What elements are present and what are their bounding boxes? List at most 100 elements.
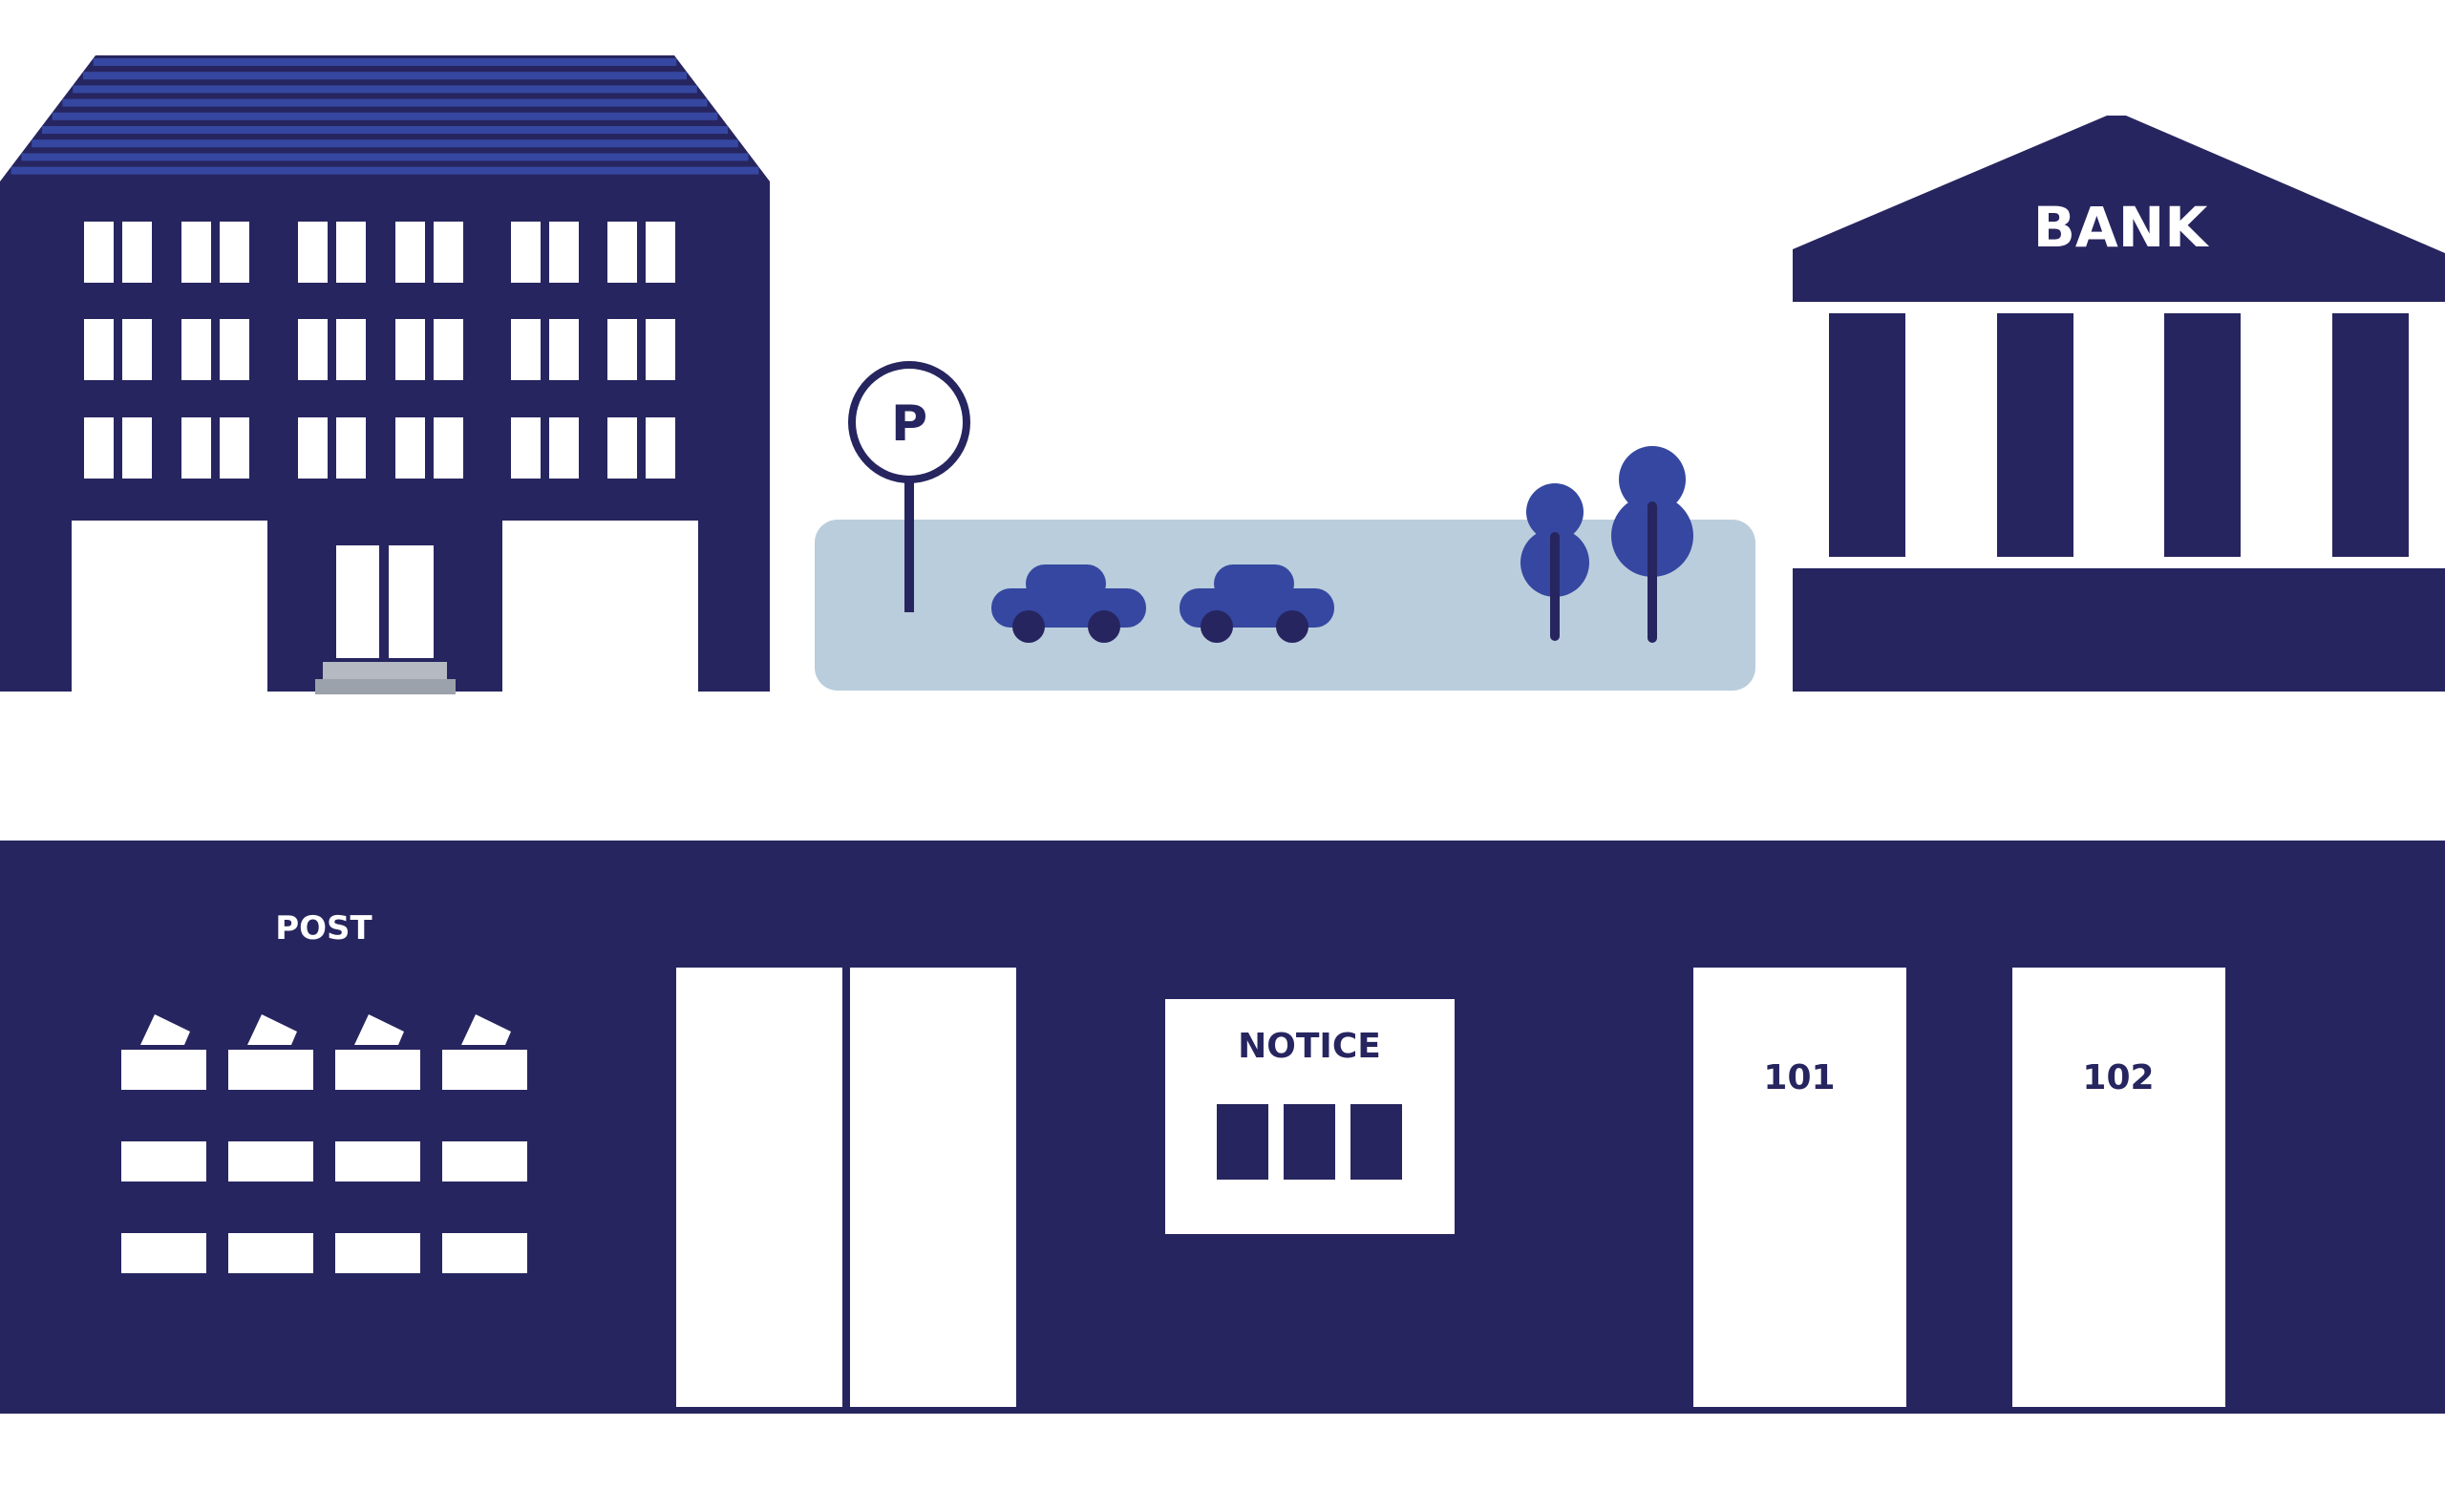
door-101-panel bbox=[1693, 968, 1906, 1407]
apartment-window bbox=[220, 222, 249, 283]
apartment-window bbox=[336, 222, 366, 283]
door-101-number: 101 bbox=[1763, 1058, 1835, 1097]
apartment-window bbox=[549, 417, 579, 479]
roof-stripes bbox=[11, 58, 759, 175]
bank-label: BANK bbox=[2033, 195, 2210, 260]
notice-label: NOTICE bbox=[1238, 1027, 1381, 1066]
apartment-window bbox=[646, 319, 675, 380]
notice-paper bbox=[1217, 1104, 1268, 1180]
car-wheel bbox=[1276, 610, 1308, 643]
apartment-window bbox=[607, 417, 637, 479]
apartment-window bbox=[549, 319, 579, 380]
car-wheel bbox=[1201, 610, 1233, 643]
car-wheel bbox=[1012, 610, 1045, 643]
mailbox-slot bbox=[442, 1050, 527, 1090]
door-102: 102 bbox=[2012, 968, 2225, 1407]
entrance-step-top bbox=[323, 662, 447, 679]
apartment-window bbox=[122, 417, 152, 479]
mailbox-slot bbox=[335, 1141, 420, 1182]
apartment-window bbox=[549, 222, 579, 283]
apartment-window bbox=[434, 417, 463, 479]
apartment-window bbox=[298, 222, 328, 283]
entrance-door-left bbox=[336, 545, 379, 658]
apartment-window bbox=[434, 222, 463, 283]
roof-stripe bbox=[93, 58, 677, 66]
notice-paper bbox=[1284, 1104, 1335, 1180]
post-label: POST bbox=[275, 909, 372, 948]
mailbox-slot bbox=[121, 1141, 206, 1182]
envelope-icon bbox=[354, 1014, 404, 1045]
apartment-window bbox=[395, 417, 425, 479]
tree-icon bbox=[1520, 483, 1589, 641]
apartment-windows bbox=[84, 222, 675, 479]
mailbox-slot bbox=[442, 1233, 527, 1273]
apartment-building bbox=[0, 55, 770, 694]
mailbox-slot bbox=[228, 1050, 313, 1090]
mailbox-slot bbox=[442, 1141, 527, 1182]
mailbox-slot bbox=[335, 1050, 420, 1090]
parking-sign-icon: P bbox=[848, 361, 970, 612]
apartment-window bbox=[511, 222, 541, 283]
parking-sign-pole bbox=[904, 476, 914, 612]
bank-column bbox=[2332, 313, 2409, 557]
apartment-window bbox=[181, 417, 211, 479]
roof-stripe bbox=[62, 98, 708, 107]
door-102-number: 102 bbox=[2082, 1058, 2154, 1097]
garage-opening-right bbox=[502, 521, 698, 692]
apartment-window bbox=[607, 222, 637, 283]
apartment-window bbox=[181, 319, 211, 380]
mailbox-slot bbox=[335, 1233, 420, 1273]
lobby-door-right bbox=[850, 968, 1016, 1407]
apartment-window bbox=[607, 319, 637, 380]
door-102-panel bbox=[2012, 968, 2225, 1407]
apartment-window bbox=[181, 222, 211, 283]
apartment-window bbox=[336, 319, 366, 380]
apartment-window bbox=[220, 417, 249, 479]
bank-pediment bbox=[1793, 116, 2445, 302]
parking-lot: P bbox=[815, 361, 1755, 691]
apartment-window bbox=[122, 222, 152, 283]
bank-base bbox=[1793, 568, 2445, 692]
apartment-window bbox=[298, 417, 328, 479]
mailbox-slot bbox=[228, 1233, 313, 1273]
roof-stripe bbox=[41, 126, 729, 134]
apartment-window bbox=[220, 319, 249, 380]
apartment-window bbox=[646, 417, 675, 479]
envelope-icon bbox=[247, 1014, 297, 1045]
lobby-door-left bbox=[676, 968, 842, 1407]
mailbox-grid bbox=[121, 1014, 527, 1273]
bank-column bbox=[1829, 313, 1905, 557]
tree-trunk bbox=[1550, 532, 1560, 641]
apartment-window bbox=[336, 417, 366, 479]
bank-building: BANK bbox=[1793, 116, 2445, 692]
notice-paper bbox=[1350, 1104, 1402, 1180]
lobby-building: POST NOTICE 101 102 bbox=[0, 841, 2445, 1414]
apartment-window bbox=[84, 319, 114, 380]
mailbox-slot bbox=[228, 1141, 313, 1182]
apartment-window bbox=[646, 222, 675, 283]
apartment-window bbox=[395, 222, 425, 283]
apartment-window bbox=[122, 319, 152, 380]
roof-stripe bbox=[73, 85, 697, 94]
tree-trunk bbox=[1648, 501, 1657, 643]
roof-stripe bbox=[32, 139, 738, 148]
car-icon bbox=[991, 564, 1146, 643]
entrance-door-right bbox=[389, 545, 434, 658]
door-101: 101 bbox=[1693, 968, 1906, 1407]
garage-opening-left bbox=[72, 521, 267, 692]
roof-stripe bbox=[21, 153, 749, 161]
roof-stripe bbox=[82, 72, 688, 80]
apartment-window bbox=[395, 319, 425, 380]
envelope-icon bbox=[140, 1014, 190, 1045]
apartment-window bbox=[298, 319, 328, 380]
mailbox-slot bbox=[121, 1050, 206, 1090]
apartment-window bbox=[84, 417, 114, 479]
apartment-window bbox=[511, 417, 541, 479]
entrance-step-bottom bbox=[315, 679, 456, 694]
roof-stripe bbox=[52, 112, 718, 120]
bank-column bbox=[1997, 313, 2073, 557]
apartment-window bbox=[84, 222, 114, 283]
roof-stripe bbox=[11, 166, 759, 175]
apartment-window bbox=[511, 319, 541, 380]
